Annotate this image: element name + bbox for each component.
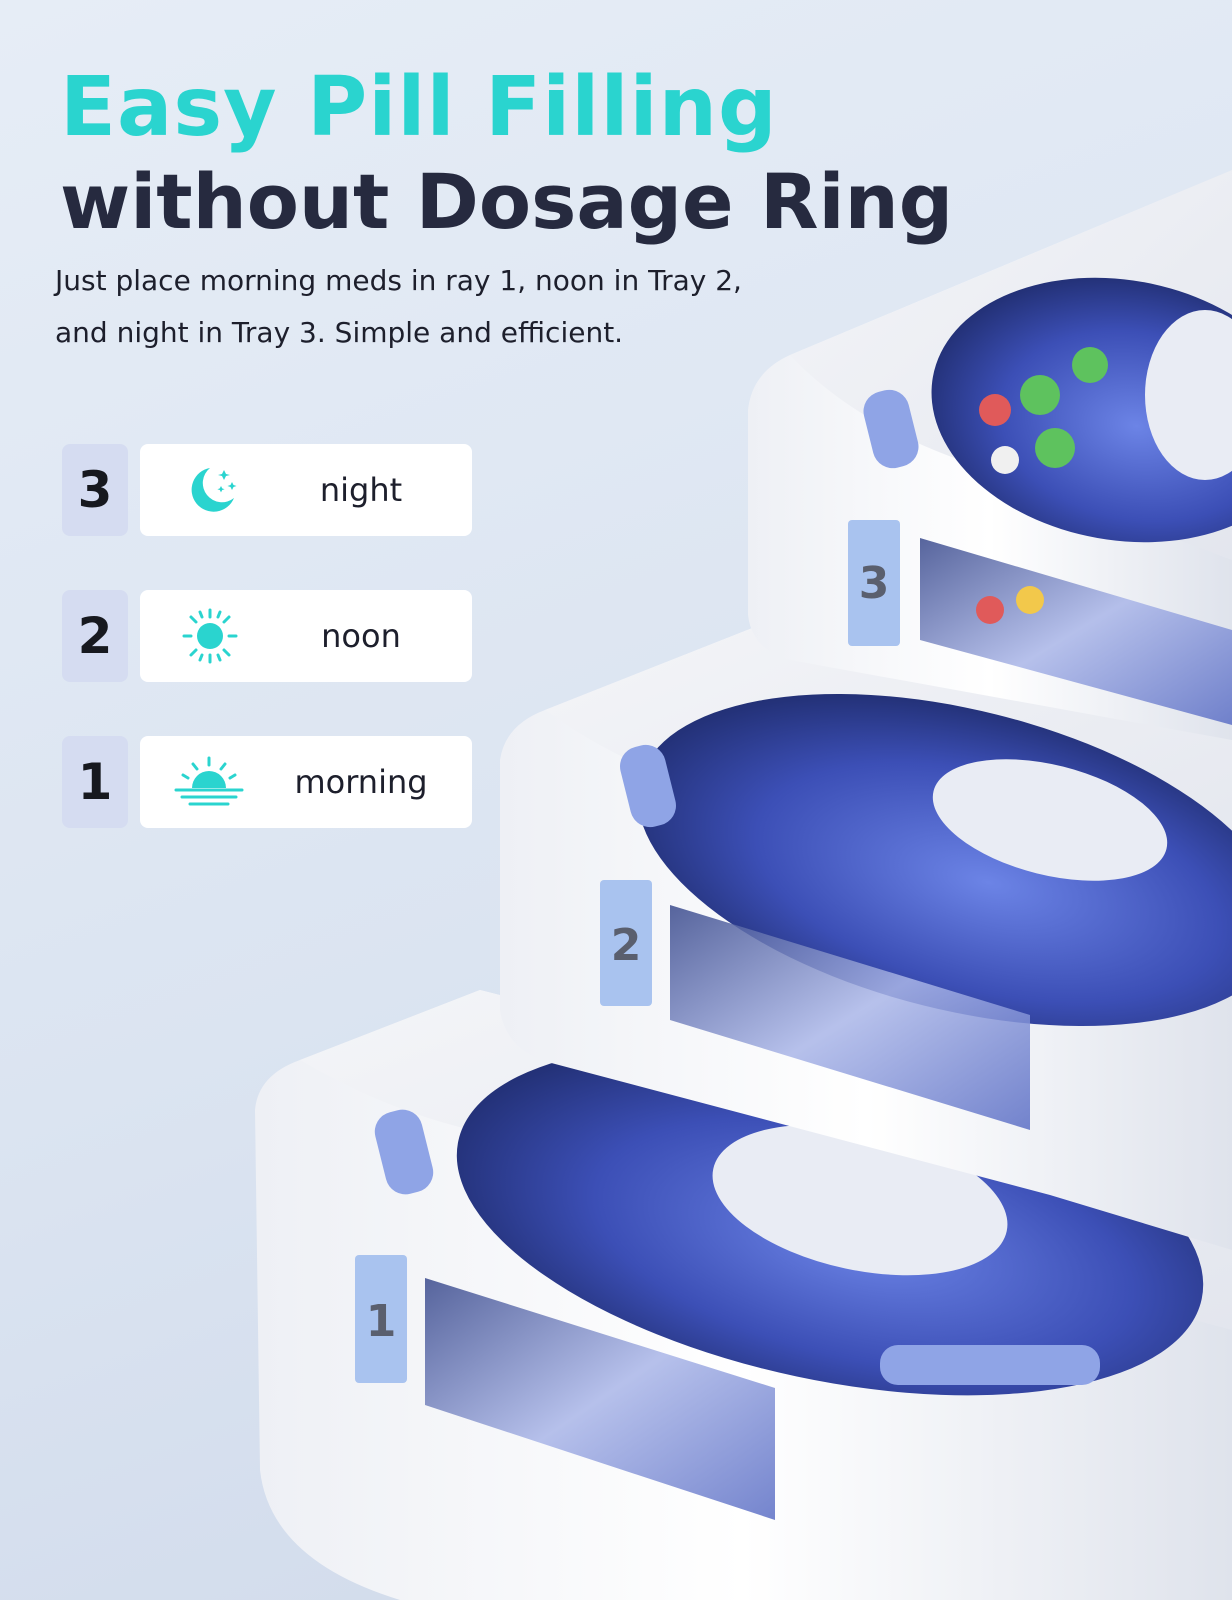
subtitle-line-2: and night in Tray 3. Simple and efficien… xyxy=(55,316,624,349)
tray-label-1: 1 xyxy=(366,1296,397,1347)
subtitle-line-1: Just place morning meds in ray 1, noon i… xyxy=(55,264,742,297)
headline-accent: Easy Pill Filling xyxy=(60,60,778,155)
tray-3 xyxy=(748,170,1232,740)
legend-row-noon: 2 noon xyxy=(62,590,472,682)
moon-stars-icon xyxy=(191,468,237,512)
legend-card: morning xyxy=(140,736,472,828)
legend-label: noon xyxy=(321,617,401,655)
headline-main: without Dosage Ring xyxy=(60,157,954,246)
legend-row-morning: 1 morning xyxy=(62,736,472,828)
legend-label: morning xyxy=(294,763,428,801)
tray-label-3: 3 xyxy=(859,558,890,609)
tray-number-badge: 2 xyxy=(62,590,128,682)
legend-label: night xyxy=(319,471,403,509)
tray-number-badge: 1 xyxy=(62,736,128,828)
sunrise-icon xyxy=(174,756,244,806)
tray-label-2: 2 xyxy=(611,920,642,971)
legend-card: noon xyxy=(140,590,472,682)
sun-icon xyxy=(182,608,238,664)
subtitle: Just place morning meds in ray 1, noon i… xyxy=(55,255,875,359)
legend-row-night: 3 night xyxy=(62,444,472,536)
headline: Easy Pill Filling without Dosage Ring xyxy=(60,60,953,248)
tray-number-badge: 3 xyxy=(62,444,128,536)
legend-card: night xyxy=(140,444,472,536)
